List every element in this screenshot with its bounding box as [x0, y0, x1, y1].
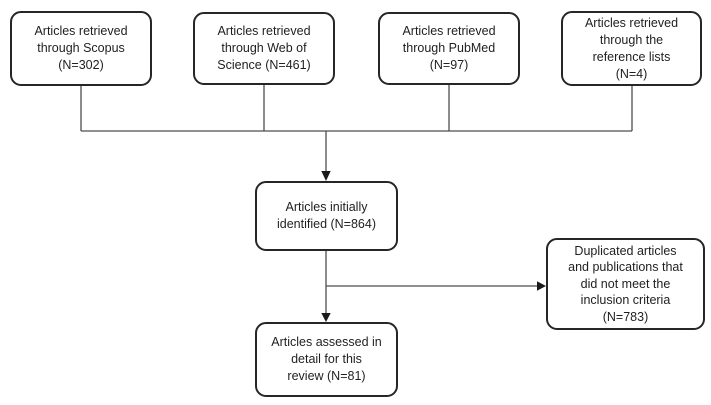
arrowhead-into-assessed	[321, 313, 331, 322]
node-articles-web-of-science: Articles retrieved through Web of Scienc…	[193, 12, 335, 85]
node-articles-assessed: Articles assessed in detail for this rev…	[255, 322, 398, 397]
arrowhead-into-initial	[321, 171, 331, 181]
arrowhead-into-excluded	[537, 281, 546, 291]
node-articles-pubmed: Articles retrieved through PubMed (N=97)	[378, 12, 520, 85]
node-duplicated-excluded: Duplicated articles and publications tha…	[546, 238, 705, 330]
edge-top-join-lines	[80, 85, 633, 132]
node-articles-scopus-label: Articles retrieved through Scopus (N=302…	[34, 24, 128, 72]
node-articles-pubmed-label: Articles retrieved through PubMed (N=97)	[402, 24, 496, 72]
node-articles-web-of-science-label: Articles retrieved through Web of Scienc…	[217, 24, 311, 72]
node-articles-initially-identified-label: Articles initially identified (N=864)	[276, 200, 377, 231]
node-articles-assessed-label: Articles assessed in detail for this rev…	[271, 335, 382, 383]
node-articles-reference-lists-label: Articles retrieved through the reference…	[584, 15, 679, 81]
node-duplicated-excluded-label: Duplicated articles and publications tha…	[568, 243, 683, 324]
node-articles-scopus: Articles retrieved through Scopus (N=302…	[10, 11, 152, 86]
node-articles-initially-identified: Articles initially identified (N=864)	[255, 181, 398, 251]
node-articles-reference-lists: Articles retrieved through the reference…	[561, 11, 702, 86]
